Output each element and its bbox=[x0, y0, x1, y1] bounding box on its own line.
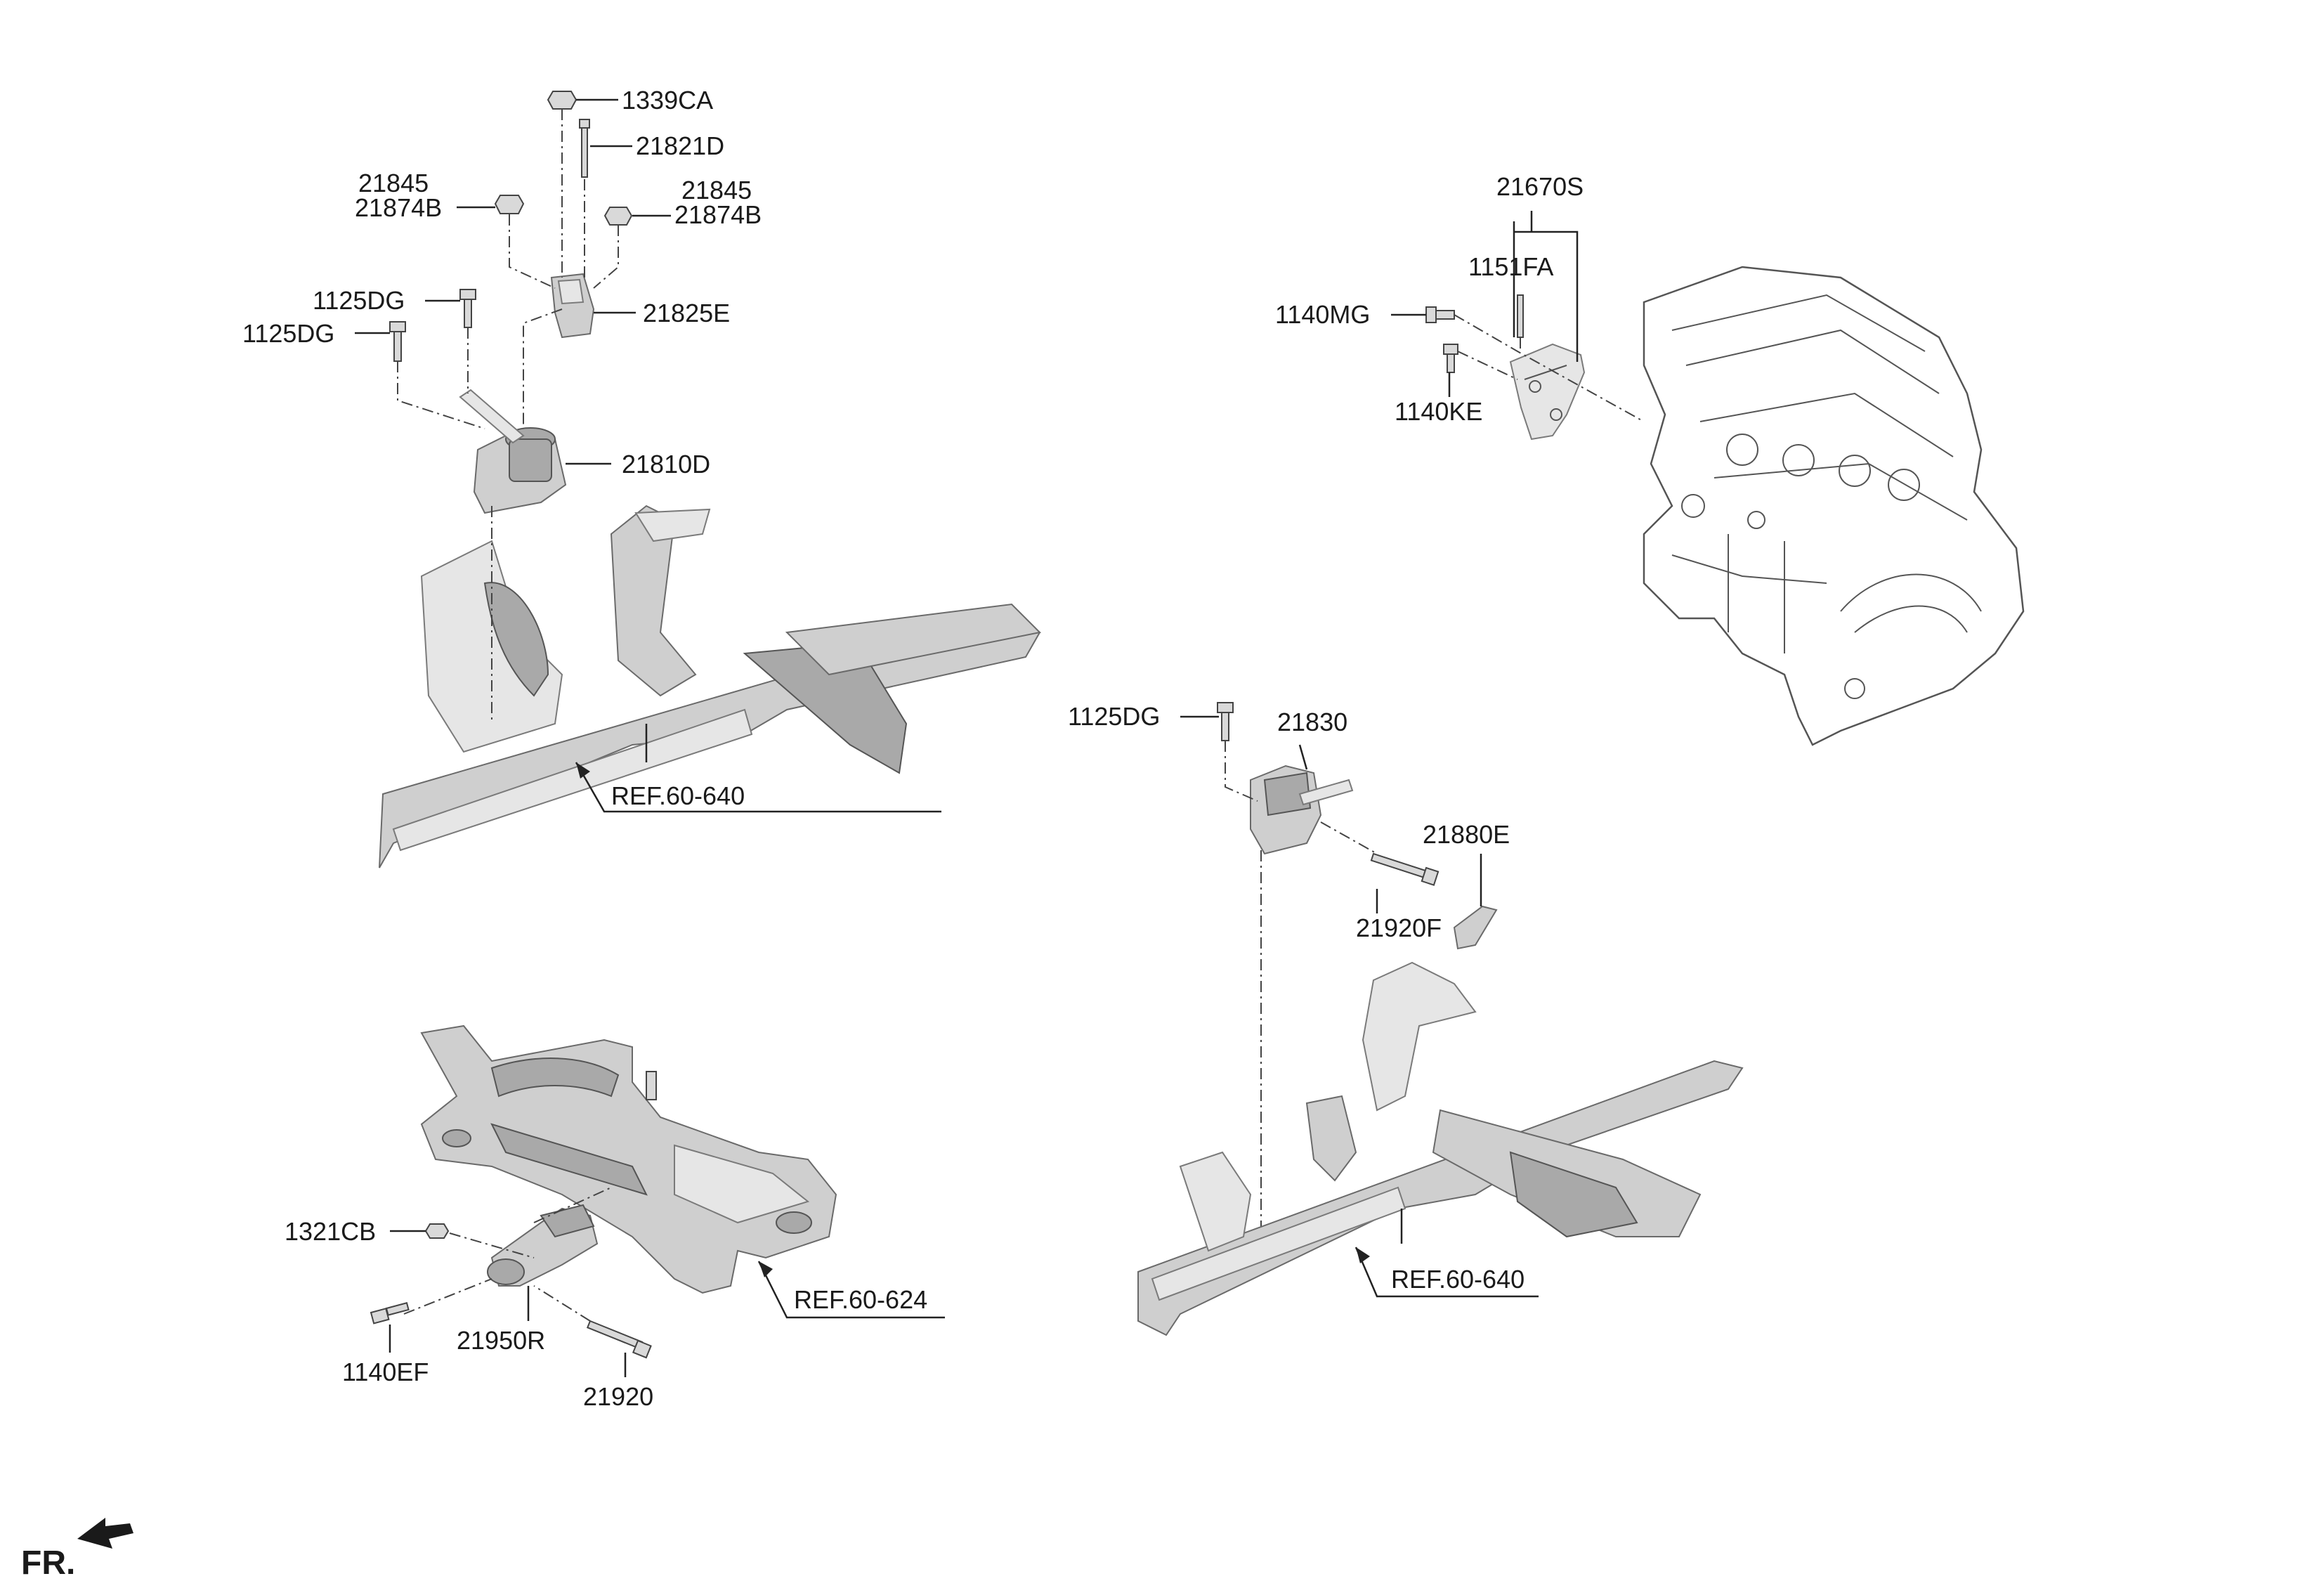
bolt-1140ef bbox=[370, 1302, 410, 1325]
label-21920: 21920 bbox=[583, 1382, 653, 1411]
bolt-1140ke bbox=[1443, 344, 1458, 373]
label-ref-60-640-right: REF.60-640 bbox=[1391, 1265, 1525, 1294]
right-side-member bbox=[1137, 961, 1744, 1336]
label-21670s: 21670S bbox=[1496, 172, 1584, 201]
label-21810d: 21810D bbox=[622, 450, 710, 479]
assembly-lines-lower-left bbox=[403, 1187, 612, 1322]
bolt-21920f bbox=[1370, 852, 1440, 886]
engine-block bbox=[1643, 266, 2025, 746]
label-1321cb: 1321CB bbox=[285, 1217, 376, 1246]
stud-1151fa bbox=[1517, 294, 1524, 338]
left-side-member bbox=[379, 505, 1042, 868]
label-ref-60-640-left: REF.60-640 bbox=[611, 781, 745, 810]
label-21825e: 21825E bbox=[643, 299, 730, 327]
label-1339ca: 1339CA bbox=[622, 86, 713, 115]
bolt-1140mg bbox=[1425, 306, 1455, 323]
label-21874b-left: 21874B bbox=[355, 193, 442, 222]
roll-rod-21950r bbox=[487, 1204, 599, 1287]
label-1140mg: 1140MG bbox=[1275, 300, 1370, 329]
engine-mount-21810d bbox=[459, 389, 567, 514]
label-1140ke: 1140KE bbox=[1395, 397, 1482, 426]
leader-lines bbox=[355, 98, 1579, 1377]
bolt-1125dg-c bbox=[1217, 702, 1234, 741]
bolt-1125dg-a bbox=[459, 289, 476, 328]
nut-21845-right bbox=[603, 207, 633, 226]
label-ref-60-624: REF.60-624 bbox=[794, 1285, 927, 1314]
bracket-21670s bbox=[1509, 343, 1586, 441]
bracket-21825e bbox=[550, 273, 595, 339]
bolt-21821d bbox=[579, 119, 590, 178]
nut-1321cb bbox=[424, 1223, 450, 1239]
callout-labels: 1339CA 21821D 21845 21874B 21845 21874B … bbox=[21, 86, 1584, 1582]
label-21874b-right: 21874B bbox=[674, 200, 762, 229]
label-21920f: 21920F bbox=[1356, 913, 1442, 942]
bolt-21920 bbox=[586, 1320, 652, 1359]
front-direction-arrow bbox=[77, 1518, 133, 1549]
assembly-lines-engine bbox=[1454, 314, 1645, 422]
label-21880e: 21880E bbox=[1423, 820, 1510, 849]
label-1125dg-c: 1125DG bbox=[1068, 702, 1160, 731]
label-21821d: 21821D bbox=[636, 131, 724, 160]
leader-arrows bbox=[576, 762, 1370, 1277]
nut-21845-left bbox=[494, 195, 525, 214]
bolt-1339ca bbox=[547, 91, 577, 110]
crossmember bbox=[420, 1024, 837, 1294]
assembly-lines-left bbox=[397, 109, 619, 724]
label-21830: 21830 bbox=[1277, 708, 1347, 736]
label-1151fa: 1151FA bbox=[1468, 252, 1553, 281]
label-21950r: 21950R bbox=[457, 1326, 545, 1355]
insulator-21880e bbox=[1453, 905, 1498, 950]
label-21845-left: 21845 bbox=[358, 169, 429, 197]
label-1140ef: 1140EF bbox=[342, 1358, 429, 1386]
assembly-lines-right bbox=[1225, 741, 1378, 1258]
front-direction-label: FR. bbox=[21, 1544, 75, 1582]
label-21845-right: 21845 bbox=[681, 176, 752, 204]
mount-21830 bbox=[1250, 764, 1354, 855]
label-1125dg-a: 1125DG bbox=[313, 286, 405, 315]
bolt-1125dg-b bbox=[389, 321, 406, 362]
label-1125dg-b: 1125DG bbox=[242, 319, 334, 348]
